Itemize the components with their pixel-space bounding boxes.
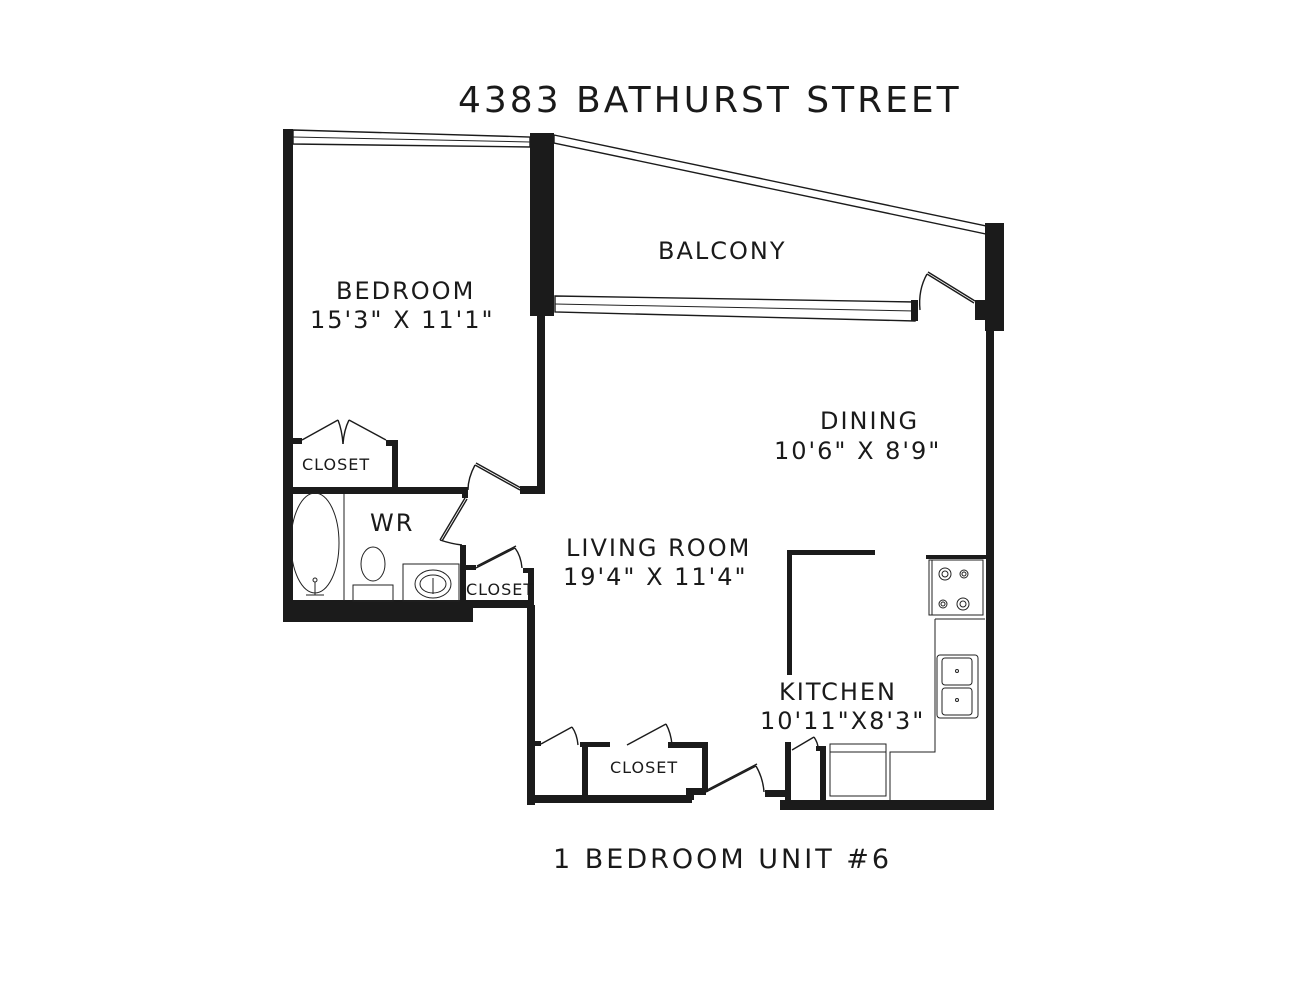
hall-closet: [466, 545, 534, 623]
entry-closets: [535, 723, 708, 797]
main-walls: [527, 320, 994, 810]
living-room-dimensions: 19'4" X 11'4": [563, 563, 748, 591]
washroom-label: WR: [370, 509, 414, 537]
kitchen-dimensions: 10'11"X8'3": [760, 707, 925, 735]
closet-label-entry: CLOSET: [610, 758, 678, 777]
stove-burners-icon: [938, 567, 970, 611]
bedroom-closet: [290, 419, 398, 490]
bedroom-dimensions: 15'3" X 11'1": [310, 306, 495, 334]
kitchen-fixtures: [829, 559, 985, 800]
kitchen-name: KITCHEN: [779, 678, 897, 706]
bedroom-door: [467, 462, 522, 491]
unit-label: 1 BEDROOM UNIT #6: [553, 844, 892, 875]
living-room-name: LIVING ROOM: [566, 534, 751, 562]
kitchen-closet: [785, 736, 826, 802]
dining-dimensions: 10'6" X 8'9": [774, 437, 941, 465]
washroom: [283, 487, 473, 622]
bedroom-walls: [283, 129, 554, 619]
dining-name: DINING: [820, 407, 919, 435]
bedroom-name: BEDROOM: [336, 277, 475, 305]
closet-label-bedroom: CLOSET: [302, 455, 370, 474]
closet-label-hall: CLOSET: [466, 580, 534, 599]
sink-icon: [936, 654, 979, 719]
address-title: 4383 BATHURST STREET: [458, 80, 962, 121]
balcony-structure: [553, 134, 1004, 331]
balcony-name: BALCONY: [658, 237, 787, 265]
